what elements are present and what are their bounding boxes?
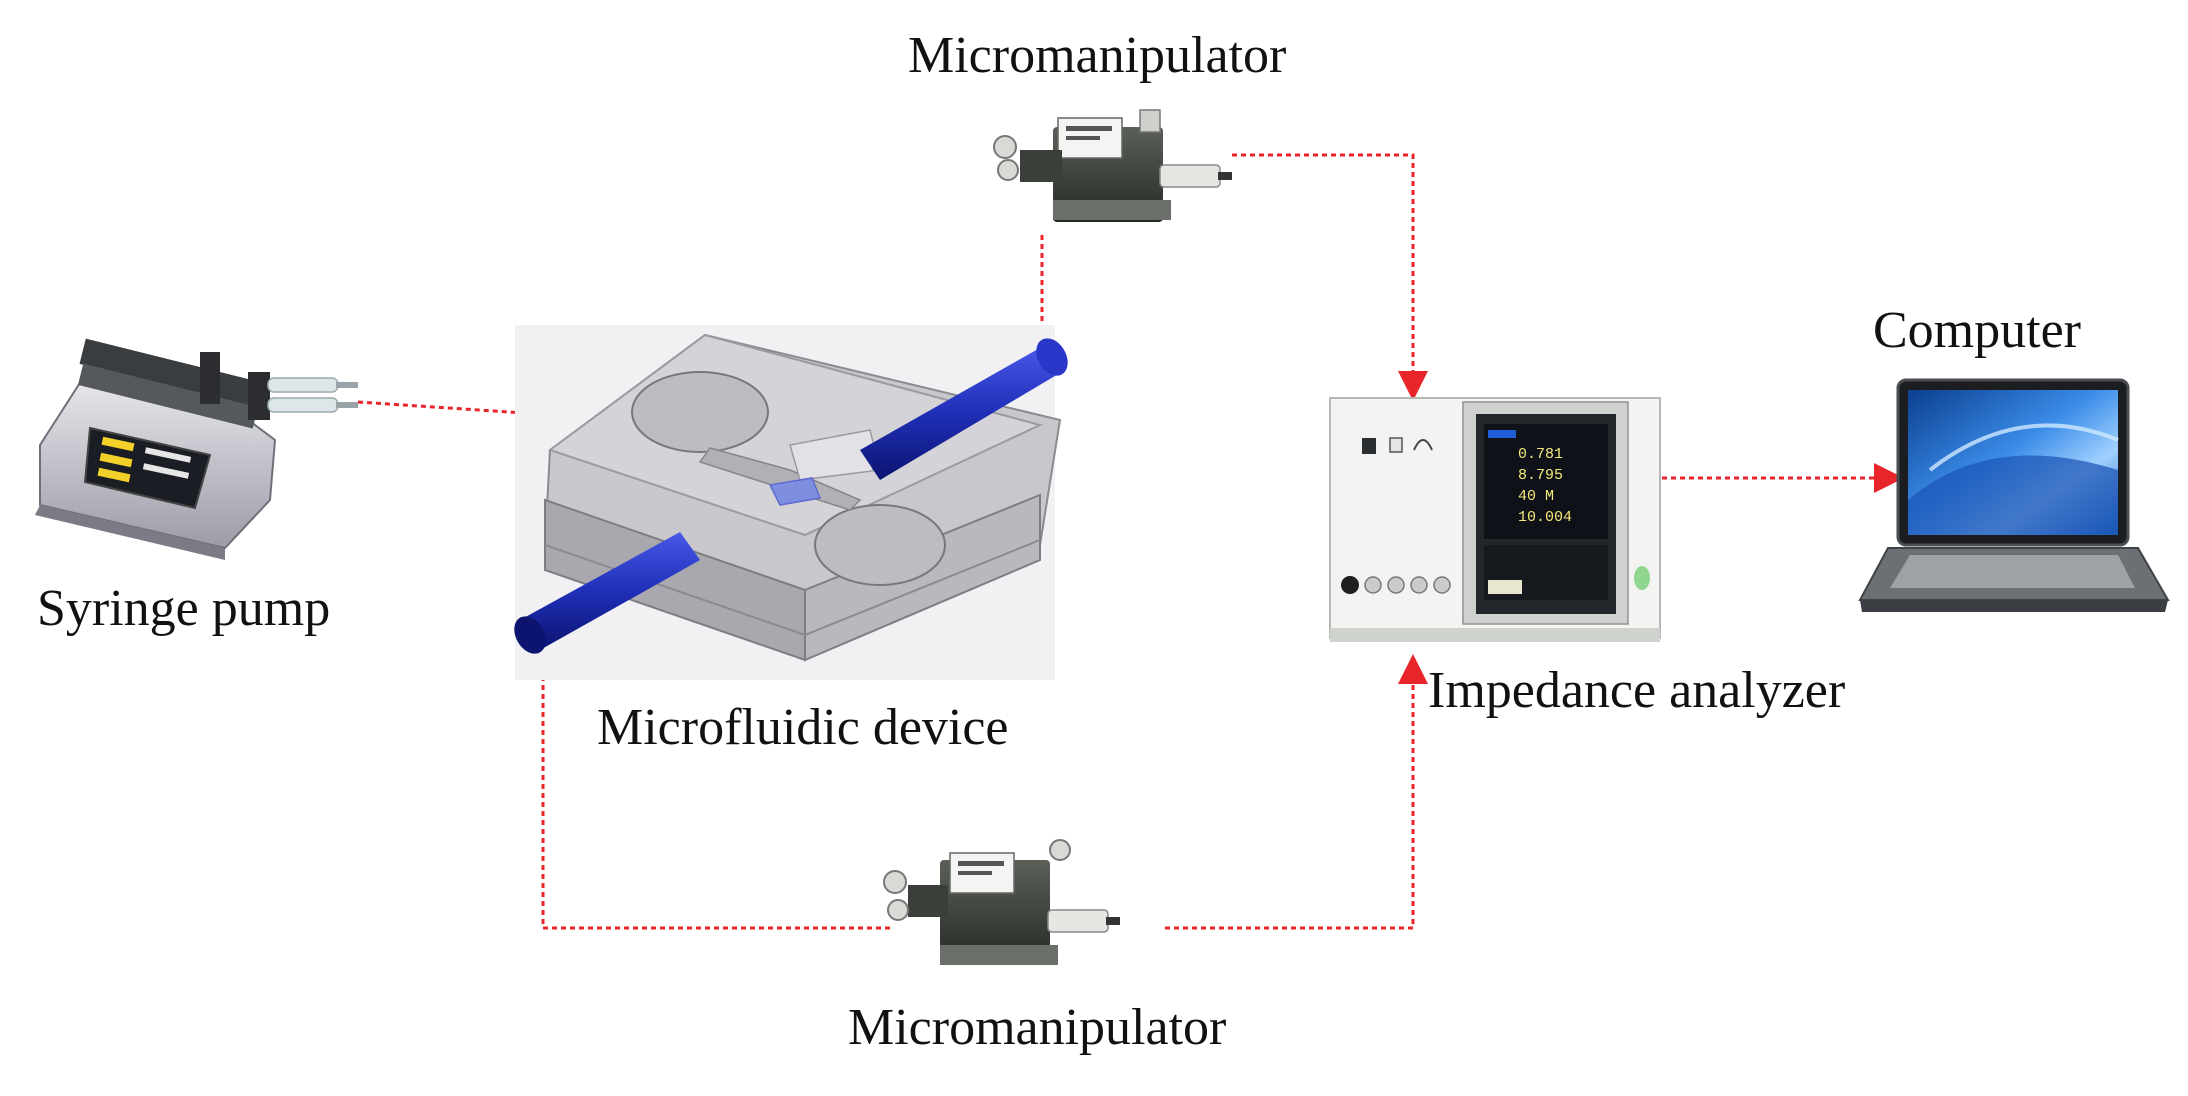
analyzer-readout: 10.004 <box>1518 509 1572 526</box>
micromanipulator-top-label: Micromanipulator <box>908 27 1287 84</box>
analyzer-readout: 40 M <box>1518 488 1554 505</box>
micromanipulator-bottom-label: Micromanipulator <box>848 999 1227 1056</box>
computer-label: Computer <box>1873 302 2081 359</box>
analyzer-readout: 8.795 <box>1518 467 1563 484</box>
micromanipulator-top-image <box>993 109 1232 222</box>
analyzer-readouts: 0.781 8.795 40 M 10.004 <box>1518 446 1572 526</box>
analyzer-readout: 0.781 <box>1518 446 1563 463</box>
microfluidic-device-label: Microfluidic device <box>597 699 1009 756</box>
syringe-pump-image <box>35 338 358 560</box>
micromanipulator-bottom-image <box>883 839 1120 965</box>
connector-top-manipulator-to-analyzer <box>1232 153 1428 401</box>
microfluidic-device-image <box>514 325 1068 680</box>
impedance-analyzer-image <box>1329 397 1661 642</box>
computer-image <box>1858 378 2170 612</box>
syringe-pump-label: Syringe pump <box>37 580 331 637</box>
connector-device-to-bottom-manipulator <box>541 640 890 930</box>
impedance-analyzer-label: Impedance analyzer <box>1428 662 1846 719</box>
connector-bottom-manipulator-to-analyzer <box>1165 654 1428 930</box>
